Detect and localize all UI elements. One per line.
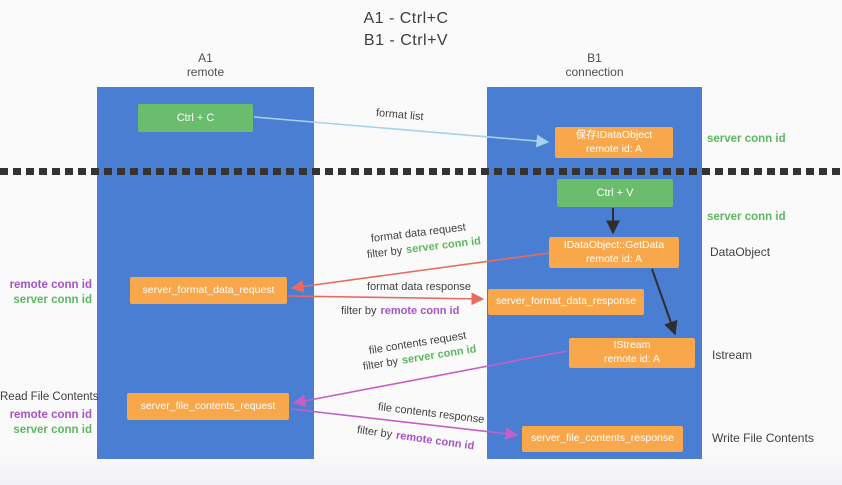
idataobject-getdata-node: IDataObject::GetData remote id: A (549, 237, 679, 268)
file-conn-id-annotations: remote conn id server conn id (4, 408, 92, 438)
title-line-ctrl-c: A1 - Ctrl+C (363, 10, 449, 27)
server-file-contents-request-node: server_file_contents_request (127, 393, 289, 420)
ctrl-v-node: Ctrl + V (557, 179, 673, 207)
file-contents-request-arrow (292, 350, 568, 408)
lane-header-b1: B1 connection (487, 51, 702, 80)
format-data-response-label: format data response (367, 281, 471, 293)
format-data-request-arrow (290, 252, 550, 293)
lane-header-a1: A1 remote (97, 51, 314, 80)
server-format-data-response-label: server_format_data_response (495, 295, 637, 308)
istream-node: IStream remote id: A (569, 338, 695, 368)
save-idataobject-node: 保存IDataObject remote id: A (555, 127, 673, 158)
remote-conn-id-text: remote conn id (380, 305, 460, 317)
server-file-contents-response-label: server_file_contents_response (530, 432, 674, 445)
title-line-ctrl-v: B1 - Ctrl+V (363, 31, 449, 49)
istream-remote-id: remote id: A (603, 353, 661, 365)
getdata-to-istream-arrow (651, 268, 678, 336)
remote-conn-id-annotation-2: remote conn id (9, 409, 92, 421)
istream-line1: IStream (613, 339, 651, 352)
ctrl-c-node: Ctrl + C (138, 104, 253, 132)
server-conn-id-annotation-1: server conn id (707, 133, 786, 145)
getdata-line1: IDataObject::GetData (563, 238, 665, 251)
server-format-data-request-label: server_format_data_request (142, 283, 275, 296)
format-list-arrow (253, 116, 550, 148)
lane-a1-subtitle: remote (186, 64, 225, 79)
server-conn-id-annotation-4: server conn id (13, 423, 92, 436)
remote-conn-id-annotation-1: remote conn id (9, 279, 92, 291)
server-format-data-response-node: server_format_data_response (488, 289, 644, 315)
lane-b1-name: B1 (587, 51, 602, 65)
server-file-contents-response-node: server_file_contents_response (522, 426, 683, 452)
filter-by-text: filter by (341, 305, 377, 317)
write-file-contents-annotation: Write File Contents (712, 431, 814, 445)
save-idataobject-remote-id: remote id: A (585, 142, 643, 155)
istream-annotation: Istream (712, 348, 753, 362)
dataobject-annotation: DataObject (710, 245, 771, 259)
server-conn-id-annotation-3: server conn id (13, 293, 92, 306)
server-file-contents-request-label: server_file_contents_request (140, 399, 276, 412)
lane-b1-subtitle: connection (565, 64, 624, 79)
format-data-response-arrow (287, 292, 485, 306)
server-conn-id-annotation-2: server conn id (707, 211, 786, 223)
format-conn-id-annotations: remote conn id server conn id (4, 278, 92, 308)
lane-a1-name: A1 (198, 51, 213, 65)
diagram-title: A1 - Ctrl+C B1 - Ctrl+V (281, 8, 531, 51)
ctrl-v-label: Ctrl + V (596, 186, 634, 199)
getdata-remote-id: remote id: A (585, 252, 643, 265)
read-file-contents-annotation: Read File Contents (0, 391, 99, 403)
file-contents-response-arrow (290, 408, 519, 441)
server-format-data-request-node: server_format_data_request (130, 277, 287, 304)
save-idataobject-line1: 保存IDataObject (575, 128, 653, 141)
machine-boundary-divider (0, 168, 842, 175)
ctrl-c-label: Ctrl + C (176, 111, 215, 124)
